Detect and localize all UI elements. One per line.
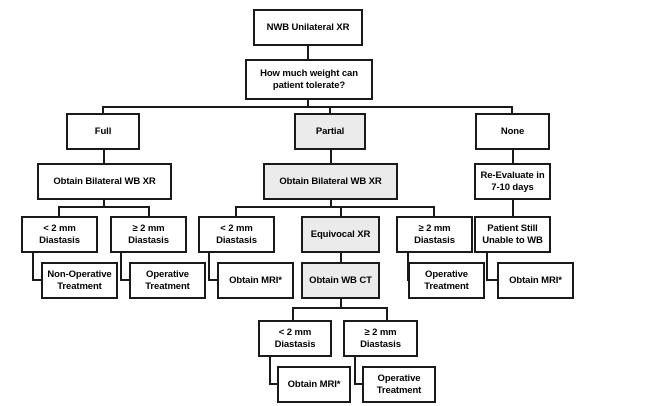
node-label: < 2 mm Diastasis xyxy=(274,326,316,350)
node-mri-1[interactable]: Obtain MRI* xyxy=(217,262,294,299)
connector-ct-split-right xyxy=(386,307,388,321)
node-full-lt2[interactable]: < 2 mm Diastasis xyxy=(21,216,98,253)
node-label: Equivocal XR xyxy=(310,228,371,240)
node-op-treat-1[interactable]: Operative Treatment xyxy=(129,262,206,299)
node-label: Non-Operative Treatment xyxy=(47,268,112,292)
connector-full-lt2-over xyxy=(32,279,43,281)
node-label: Full xyxy=(94,125,112,137)
connector-ct-split-left xyxy=(292,307,294,321)
connector-partial-split-right xyxy=(433,206,435,217)
connector-ct-lt2-over xyxy=(269,383,280,385)
node-label: Patient Still Unable to WB xyxy=(482,222,543,246)
connector-partial-to-wbxr xyxy=(330,150,332,164)
connector-partial-lt2-over xyxy=(208,279,219,281)
node-label: Partial xyxy=(315,125,345,137)
node-label: < 2 mm Diastasis xyxy=(39,222,80,246)
connector-level1-bar xyxy=(102,106,513,108)
node-full[interactable]: Full xyxy=(66,113,140,150)
node-full-ge2[interactable]: ≥ 2 mm Diastasis xyxy=(110,216,187,253)
node-label: < 2 mm Diastasis xyxy=(216,222,257,246)
node-label: Obtain Bilateral WB XR xyxy=(53,175,156,187)
connector-reeval-to-unable xyxy=(512,200,514,217)
node-partial-lt2[interactable]: < 2 mm Diastasis xyxy=(198,216,275,253)
connector-full-wbxr-drop xyxy=(103,200,105,207)
node-label: Obtain MRI* xyxy=(287,378,341,390)
node-label: None xyxy=(500,125,525,137)
node-label: ≥ 2 mm Diastasis xyxy=(360,326,401,350)
node-wb-ct[interactable]: Obtain WB CT xyxy=(301,262,380,299)
node-label: ≥ 2 mm Diastasis xyxy=(128,222,169,246)
connector-partial-lt2-down xyxy=(208,253,210,280)
node-ct-ge2[interactable]: ≥ 2 mm Diastasis xyxy=(343,320,418,357)
connector-question-drop xyxy=(307,100,309,107)
node-full-wbxr[interactable]: Obtain Bilateral WB XR xyxy=(37,163,172,200)
connector-bar-to-partial xyxy=(329,106,331,114)
connector-ct-split-bar xyxy=(292,307,388,309)
connector-unable-down xyxy=(486,253,488,280)
node-label: Obtain MRI* xyxy=(509,274,562,286)
node-question[interactable]: How much weight can patient tolerate? xyxy=(245,59,373,100)
connector-unable-over xyxy=(486,279,499,281)
connector-full-split-left xyxy=(58,206,60,217)
connector-equivocal-to-ct xyxy=(340,253,342,264)
connector-partial-split-bar xyxy=(235,206,435,208)
connector-root-to-question xyxy=(307,46,309,59)
node-label: Obtain MRI* xyxy=(229,274,282,286)
node-op-treat-2[interactable]: Operative Treatment xyxy=(408,262,485,299)
node-partial-ge2[interactable]: ≥ 2 mm Diastasis xyxy=(396,216,473,253)
node-label: ≥ 2 mm Diastasis xyxy=(414,222,455,246)
node-root[interactable]: NWB Unilateral XR xyxy=(253,9,363,46)
connector-full-split-right xyxy=(148,206,150,217)
connector-full-split-bar xyxy=(58,206,150,208)
node-mri-3[interactable]: Obtain MRI* xyxy=(277,366,351,403)
node-label: How much weight can patient tolerate? xyxy=(260,67,358,91)
node-label: Obtain WB CT xyxy=(309,274,372,286)
node-label: NWB Unilateral XR xyxy=(266,21,350,33)
connector-partial-split-mid xyxy=(340,206,342,217)
node-reevaluate[interactable]: Re-Evaluate in 7-10 days xyxy=(474,163,551,200)
connector-none-to-reeval xyxy=(512,150,514,164)
node-op-treat-3[interactable]: Operative Treatment xyxy=(362,366,436,403)
node-mri-2[interactable]: Obtain MRI* xyxy=(497,262,574,299)
node-label: Re-Evaluate in 7-10 days xyxy=(480,169,545,193)
connector-partial-wbxr-drop xyxy=(330,200,332,207)
node-label: Obtain Bilateral WB XR xyxy=(279,175,382,187)
node-none[interactable]: None xyxy=(475,113,550,150)
connector-bar-to-none xyxy=(511,106,513,114)
connector-full-lt2-down xyxy=(32,253,34,280)
connector-full-to-wbxr xyxy=(103,150,105,164)
connector-ct-ge2-down xyxy=(354,357,356,384)
connector-ct-lt2-down xyxy=(269,357,271,384)
connector-full-ge2-over xyxy=(120,279,131,281)
node-partial[interactable]: Partial xyxy=(294,113,366,150)
node-still-unable[interactable]: Patient Still Unable to WB xyxy=(474,216,551,253)
connector-ct-drop xyxy=(340,299,342,307)
node-ct-lt2[interactable]: < 2 mm Diastasis xyxy=(258,320,332,357)
connector-partial-split-left xyxy=(235,206,237,217)
node-partial-wbxr[interactable]: Obtain Bilateral WB XR xyxy=(263,163,398,200)
connector-ct-ge2-over xyxy=(354,383,365,385)
connector-full-ge2-down xyxy=(120,253,122,280)
node-label: Operative Treatment xyxy=(145,268,190,292)
node-label: Operative Treatment xyxy=(376,372,422,396)
node-label: Operative Treatment xyxy=(424,268,469,292)
connector-bar-to-full xyxy=(102,106,104,114)
node-nonop-treat[interactable]: Non-Operative Treatment xyxy=(41,262,118,299)
node-equivocal[interactable]: Equivocal XR xyxy=(301,216,380,253)
